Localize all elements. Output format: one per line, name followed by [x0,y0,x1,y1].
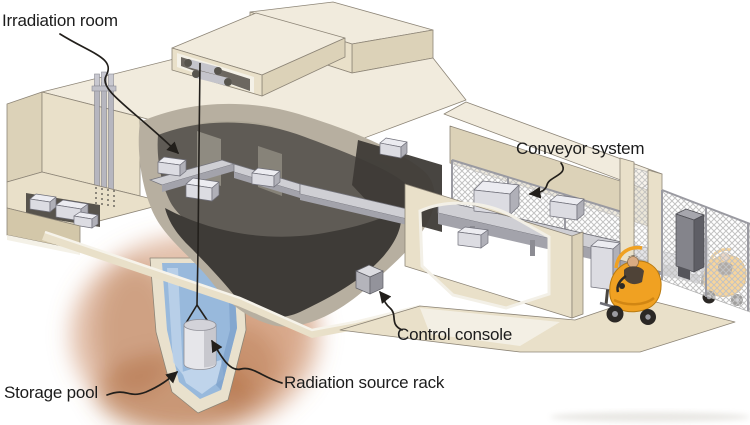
label-radiation-source-rack: Radiation source rack [284,373,445,392]
conveyor-annex [404,157,750,319]
label-storage-pool: Storage pool [4,383,99,402]
control-console-box [355,264,384,295]
source-cylinder [183,319,217,370]
control-cabinet [675,208,705,280]
hoist-cable [196,62,201,306]
shield-front-wall [404,183,584,319]
forklift-front [590,239,662,325]
leader-arrows [59,33,564,396]
label-control-console: Control console [397,325,513,344]
label-conveyor-system: Conveyor system [516,139,645,158]
wall-opening [418,201,551,310]
vent-grid [95,187,115,207]
shielding-maze-floor [165,208,402,318]
leader-radiation-source-rack [211,339,283,384]
forklift-driver [616,255,644,293]
leader-irradiation-room [59,33,179,154]
exhaust-pipes [91,71,117,195]
leader-control-console [379,290,403,331]
chain-link-fence-right [661,189,750,313]
label-irradiation-room: Irradiation room [2,11,118,30]
winch-drums [184,59,232,86]
recess-product-boxes [29,193,99,229]
leader-storage-pool [106,371,179,396]
gate-posts [619,157,663,273]
leader-conveyor-system [528,162,564,199]
source-hoist [183,62,217,370]
roof-penthouse [171,12,346,97]
conveyor-boxes [457,180,585,249]
